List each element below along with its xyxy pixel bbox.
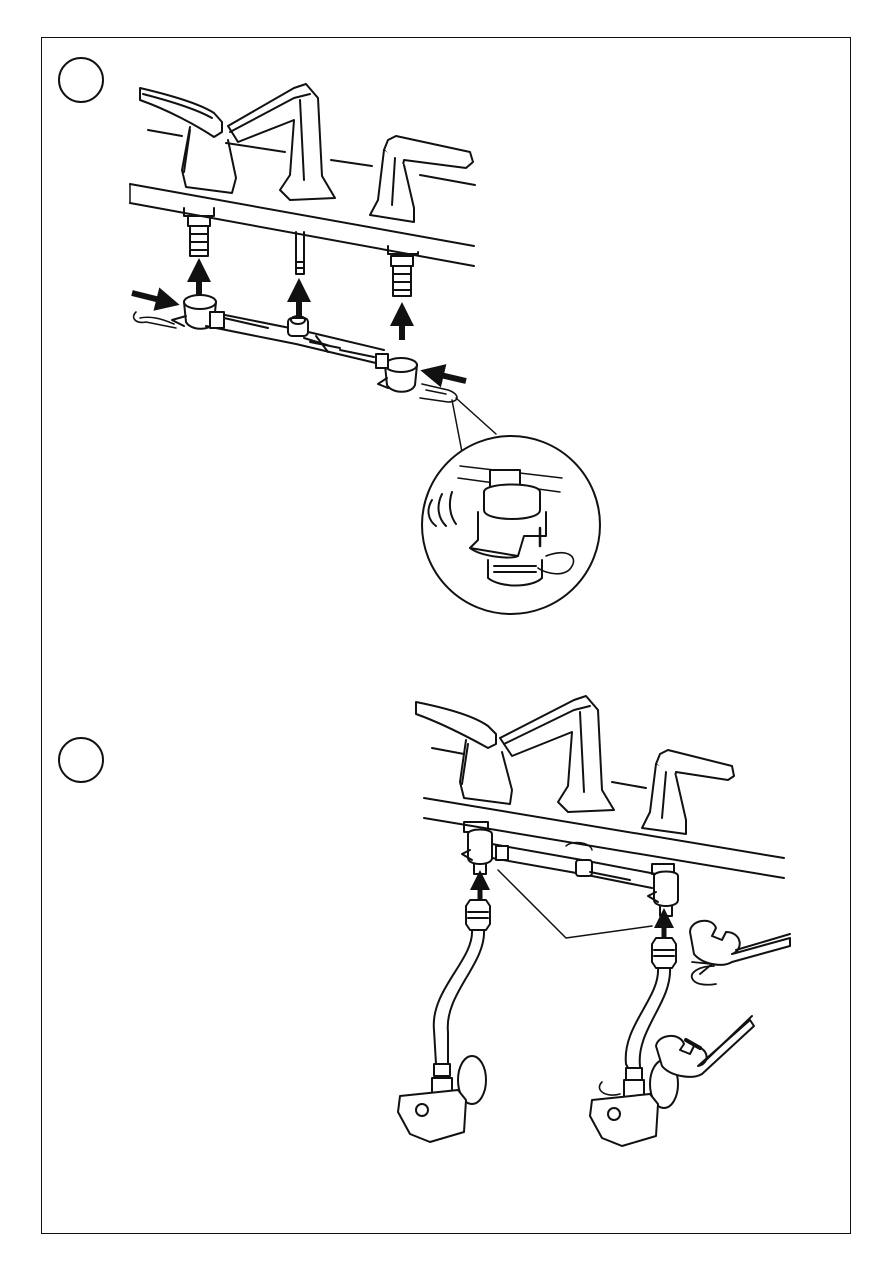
step-2-illustration <box>398 696 790 1146</box>
left-handle-2 <box>416 702 512 804</box>
left-supply-hose <box>398 900 490 1142</box>
spout-1 <box>228 84 335 200</box>
right-handle-2 <box>642 750 734 834</box>
rotate-arrow-icon <box>692 962 716 985</box>
left-handle-1 <box>140 88 236 193</box>
tee-connector-1 <box>172 295 417 392</box>
up-arrows-2 <box>480 880 664 940</box>
step-1-illustration <box>130 84 600 614</box>
tee-connector-2 <box>462 822 678 916</box>
left-valve-stem-1 <box>184 208 214 256</box>
retaining-clip-left-1 <box>134 312 176 328</box>
spout-2 <box>500 696 614 812</box>
upper-wrench-icon <box>690 921 790 965</box>
lower-wrench-icon <box>656 1016 754 1077</box>
right-valve-stem-1 <box>388 246 418 296</box>
detail-circle-1 <box>422 436 600 614</box>
right-handle-1 <box>370 136 473 222</box>
center-rod-1 <box>296 232 304 274</box>
retaining-clip-right-1 <box>420 384 457 402</box>
page-footer <box>0 1262 884 1275</box>
